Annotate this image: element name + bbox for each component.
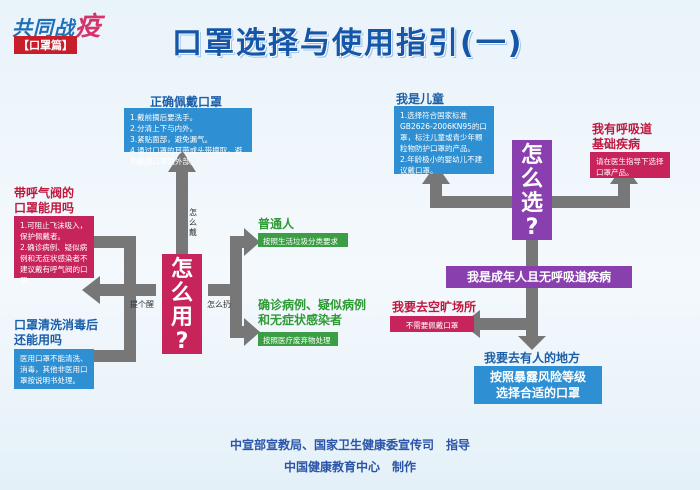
open-area-heading: 我要去空旷场所: [392, 300, 477, 314]
ordinary-heading: 普通人: [258, 217, 295, 231]
valve-heading: 带呼气阀的 口罩能用吗: [14, 186, 74, 216]
footer-guidance: 中宣部宣教局、国家卫生健康委宣传司 指导: [229, 438, 470, 452]
child-box: 1.选择符合国家标准GB2626-2006KN95的口罩，标注儿童或青少年颗粒物…: [394, 106, 494, 175]
respiratory-heading-line1: 我有呼吸道: [592, 122, 653, 136]
patients-heading-line1: 确诊病例、疑似病例: [258, 298, 367, 312]
hub-char: 选: [520, 191, 543, 216]
valve-box: 1.可阻止飞沫吸入，保护佩戴者。 2.确诊病例、疑似病例和无症状感染者不建议戴有…: [14, 216, 94, 285]
hub-char: 怎: [520, 143, 543, 168]
hub-char: 么: [170, 281, 193, 306]
crowd-line2: 选择合适的口罩: [495, 386, 580, 400]
valve-heading-line1: 带呼气阀的: [14, 186, 75, 200]
adult-banner: 我是成年人且无呼吸道疾病: [446, 266, 632, 288]
wash-heading: 口罩清洗消毒后 还能用吗: [14, 318, 98, 348]
logo-tag: 【口罩篇】: [14, 36, 77, 54]
patients-heading-line2: 和无症状感染者: [258, 313, 343, 327]
ordinary-box: 按照生活垃圾分类要求: [258, 233, 348, 247]
label-remind: 提个醒: [130, 300, 154, 309]
respiratory-heading-line2: 基础疾病: [592, 137, 641, 151]
footer-producer: 中国健康教育中心 制作: [283, 460, 416, 474]
respiratory-heading: 我有呼吸道 基础疾病: [592, 122, 652, 152]
hub-char: 么: [520, 167, 543, 192]
label-how-wear: 怎么戴: [189, 208, 197, 237]
child-heading: 我是儿童: [396, 92, 445, 106]
hub-char: 怎: [170, 257, 193, 282]
child-item: 2.年龄极小的婴幼儿不建议戴口罩。: [400, 155, 483, 175]
child-item: 1.选择符合国家标准GB2626-2006KN95的口罩，标注儿童或青少年颗粒物…: [400, 111, 487, 153]
valve-item: 1.可阻止飞沫吸入，保护佩戴者。: [20, 221, 88, 241]
correct-wear-box: 1.戴前摘后要洗手。 2.分清上下与内外。 3.紧贴面部，避免漏气。 4.通过口…: [124, 108, 252, 166]
page-title: 口罩选择与使用指引(一): [172, 26, 524, 61]
valve-item: 2.确诊病例、疑似病例和无症状感染者不建议戴有呼气阀的口罩。: [20, 243, 88, 285]
patients-heading: 确诊病例、疑似病例 和无症状感染者: [258, 298, 366, 328]
patients-box: 按照医疗废弃物处理: [258, 332, 338, 346]
how-to-use-hub: 怎 么 用 ?: [162, 254, 202, 354]
valve-heading-line2: 口罩能用吗: [14, 201, 75, 215]
correct-wear-item: 2.分清上下与内外。: [130, 124, 198, 133]
hub-char: ?: [175, 329, 189, 354]
correct-wear-item: 1.戴前摘后要洗手。: [130, 113, 198, 122]
crowd-heading: 我要去有人的地方: [484, 351, 581, 365]
wash-heading-line2: 还能用吗: [14, 333, 63, 347]
logo-highlight: 疫: [75, 12, 103, 42]
respiratory-box: 请在医生指导下选择口罩产品。: [590, 152, 670, 178]
correct-wear-item: 4.通过口罩的耳带或头带摘取，避免触摸口罩面外部。: [130, 146, 243, 166]
how-to-choose-hub: 怎 么 选 ?: [512, 140, 552, 240]
correct-wear-item: 3.紧贴面部，避免漏气。: [130, 135, 213, 144]
correct-wear-heading: 正确佩戴口罩: [150, 95, 223, 109]
crowd-line1: 按照暴露风险等级: [489, 370, 586, 384]
wash-box: 医用口罩不能清洗、消毒，其他非医用口罩按说明书处理。: [14, 349, 94, 389]
crowd-box: 按照暴露风险等级 选择合适的口罩: [474, 366, 602, 404]
open-area-box: 不需要佩戴口罩: [390, 316, 474, 332]
hub-char: ?: [525, 215, 539, 240]
wash-heading-line1: 口罩清洗消毒后: [14, 318, 99, 332]
hub-char: 用: [170, 305, 193, 330]
label-how-dispose: 怎么扔: [207, 300, 231, 309]
